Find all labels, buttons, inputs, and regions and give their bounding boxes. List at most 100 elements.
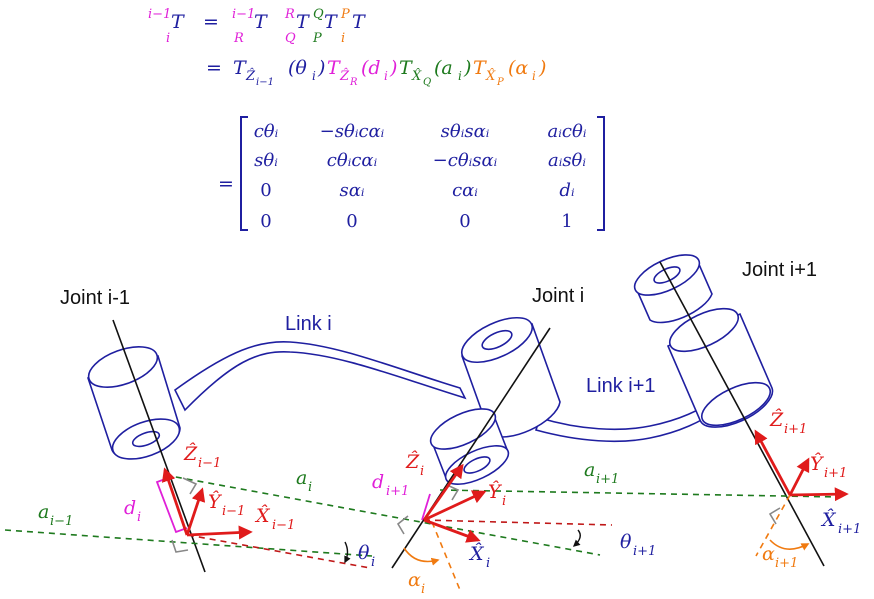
y-prev-label: Ŷ [208, 490, 223, 513]
f4-T: T [473, 57, 487, 79]
matrix-cell: 0 [260, 180, 271, 201]
t2-T: T [296, 11, 310, 33]
x-i-subscript: i [486, 556, 490, 571]
d-next-bracket [421, 493, 431, 521]
joint-cur-cylinder [429, 316, 561, 485]
f2-subsubscript: R [349, 77, 358, 88]
matrix-left-bracket [240, 116, 248, 231]
common-normals [4, 474, 841, 591]
alpha-next-label: α [762, 543, 775, 565]
y-next-arrow [788, 457, 810, 496]
normal-a-next [439, 489, 841, 498]
f4-subscript: X̂ [485, 68, 496, 84]
transform-equation: i−1 T i = i−1 R T R Q T Q P T P i T = T … [148, 7, 605, 232]
t3-T: T [324, 11, 338, 33]
t4-superscript: P [340, 7, 350, 22]
x-i-arrow [423, 518, 481, 543]
theta-i-arc [344, 541, 351, 564]
t1-superscript: i−1 [232, 7, 255, 22]
f1-subsubscript: i−1 [256, 77, 274, 88]
alpha-i-label: α [408, 569, 421, 591]
f3-close: ) [463, 57, 471, 79]
y-i-arrow [423, 490, 487, 522]
theta-next-subscript: i+1 [633, 544, 656, 559]
joint-prev-cylinder [86, 346, 181, 460]
z-prev-arrow [161, 467, 189, 536]
joint-next-cylinder [633, 254, 774, 428]
f3-argument-subscript: i [458, 69, 462, 83]
a-next-subscript: i+1 [596, 472, 619, 487]
theta-i-label: θ [358, 542, 370, 564]
y-prev-arrow [185, 487, 206, 536]
z-prev-label: Ẑ [183, 442, 198, 465]
d-next-subscript: i+1 [386, 484, 409, 499]
alpha-i-reference [431, 521, 461, 591]
matrix-cell: aᵢcθᵢ [548, 121, 587, 142]
lhs-superscript: i−1 [148, 7, 171, 22]
f3-argument: (a [434, 57, 453, 79]
f1-subscript: Ẑ [245, 68, 256, 84]
z-i-label: Ẑ [405, 450, 420, 473]
matrix-cell: cθᵢcαᵢ [327, 150, 378, 171]
matrix-cell: 0 [260, 211, 271, 232]
f2-close: ) [389, 57, 397, 79]
diagram-labels: Joint i-1 Joint i Joint i+1 Link i Link … [60, 259, 817, 397]
axis-joint-cur [391, 327, 551, 569]
f1-T: T [233, 57, 247, 79]
axis-joint-next [659, 261, 825, 567]
matrix-cell: 0 [346, 211, 357, 232]
x-prev-label: X̂ [254, 505, 271, 527]
lhs-T: T [171, 11, 185, 33]
link-i-shape [173, 340, 467, 412]
y-next-label: Ŷ [810, 452, 825, 475]
z-i-subscript: i [420, 464, 424, 479]
matrix-cell: 1 [561, 211, 572, 232]
frame-prev [161, 467, 253, 540]
frame-cur [422, 463, 487, 543]
t4-subscript: i [341, 31, 345, 46]
z-i-arrow [422, 463, 464, 521]
d-i-subscript: i [137, 510, 141, 525]
label-joint-cur: Joint i [532, 285, 584, 307]
y-i-subscript: i [502, 494, 506, 509]
matrix-cell: sθᵢ [254, 150, 278, 171]
label-joint-next: Joint i+1 [742, 259, 817, 281]
frame-next [754, 429, 849, 502]
t1-T: T [254, 11, 268, 33]
equals-sign-2: = [206, 57, 222, 79]
x-prev-subscript: i−1 [272, 518, 295, 533]
matrix-cell: cθᵢ [254, 121, 279, 142]
z-next-subscript: i+1 [784, 422, 807, 437]
f2-subscript: Ẑ [339, 68, 350, 84]
equation-line-1: i−1 T i = i−1 R T R Q T Q P T P i T [148, 7, 366, 46]
t3-superscript: Q [313, 7, 324, 22]
matrix-cell: sαᵢ [339, 180, 364, 201]
diagram-symbols: Ẑ i−1 Ŷ i−1 X̂ i−1 a i−1 d i a i θ i Ẑ i… [38, 408, 861, 597]
alpha-i-arc [403, 547, 440, 566]
y-i-label: Ŷ [488, 480, 503, 503]
lhs-subscript: i [166, 31, 170, 46]
equals-sign: = [203, 11, 219, 33]
label-link-next: Link i+1 [586, 375, 656, 397]
x-next-subscript: i+1 [838, 522, 861, 537]
theta-i-subscript: i [371, 555, 375, 570]
f1-argument: (θ [288, 57, 307, 79]
label-joint-prev: Joint i-1 [60, 287, 130, 309]
theta-next-arc [572, 529, 581, 547]
f4-subsubscript: P [496, 77, 504, 88]
t2-subscript: Q [285, 31, 296, 46]
y-next-subscript: i+1 [824, 466, 847, 481]
label-link-i: Link i [285, 313, 332, 335]
theta-prev-reference [187, 534, 371, 569]
a-prev-label: a [38, 501, 49, 523]
t3-subscript: P [312, 31, 322, 46]
alpha-next-subscript: i+1 [775, 556, 798, 571]
f2-argument-subscript: i [384, 69, 388, 83]
normal-a-i [164, 474, 601, 556]
t4-T: T [352, 11, 366, 33]
alpha-i-subscript: i [421, 582, 425, 597]
matrix-equals-sign: = [218, 173, 234, 195]
t1-subscript: R [233, 31, 244, 46]
